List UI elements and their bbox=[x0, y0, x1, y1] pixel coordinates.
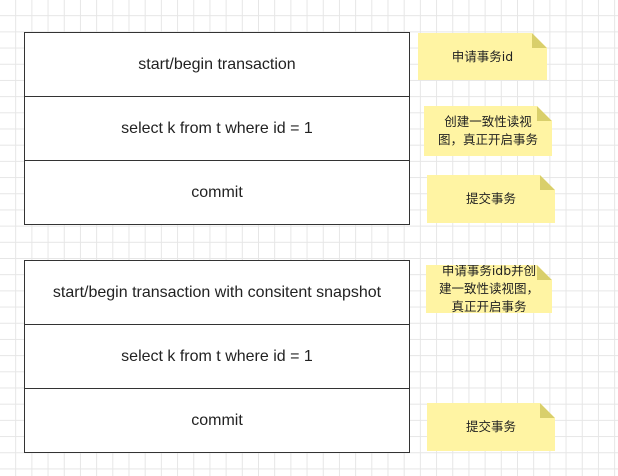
step-select-query: select k from t where id = 1 bbox=[24, 96, 410, 161]
note-text: 提交事务 bbox=[465, 419, 516, 434]
transaction-block-2: start/begin transaction with consitent s… bbox=[24, 260, 410, 453]
step-commit: commit bbox=[24, 160, 410, 225]
step-select-query: select k from t where id = 1 bbox=[24, 324, 410, 389]
note-fold-icon bbox=[532, 33, 547, 48]
note-text: 提交事务 bbox=[465, 191, 516, 206]
note-apply-id-and-read-view: 申请事务idb并创 建一致性读视图， 真正开启事务 bbox=[426, 265, 552, 313]
transaction-block-1: start/begin transaction select k from t … bbox=[24, 32, 410, 225]
note-fold-icon bbox=[540, 403, 555, 418]
note-fold-icon bbox=[540, 175, 555, 190]
note-text: 申请事务id bbox=[451, 48, 514, 64]
note-apply-transaction-id: 申请事务id bbox=[418, 33, 547, 80]
note-text: 创建一致性读视 图，真正开启事务 bbox=[437, 114, 538, 147]
note-text: 申请事务idb并创 建一致性读视图， 真正开启事务 bbox=[438, 263, 539, 314]
note-create-read-view: 创建一致性读视 图，真正开启事务 bbox=[424, 106, 552, 156]
note-commit-2: 提交事务 bbox=[427, 403, 555, 451]
step-commit: commit bbox=[24, 388, 410, 453]
note-fold-icon bbox=[537, 106, 552, 121]
step-start-transaction-snapshot: start/begin transaction with consitent s… bbox=[24, 260, 410, 325]
note-fold-icon bbox=[537, 265, 552, 280]
step-start-transaction: start/begin transaction bbox=[24, 32, 410, 97]
note-commit-1: 提交事务 bbox=[427, 175, 555, 223]
